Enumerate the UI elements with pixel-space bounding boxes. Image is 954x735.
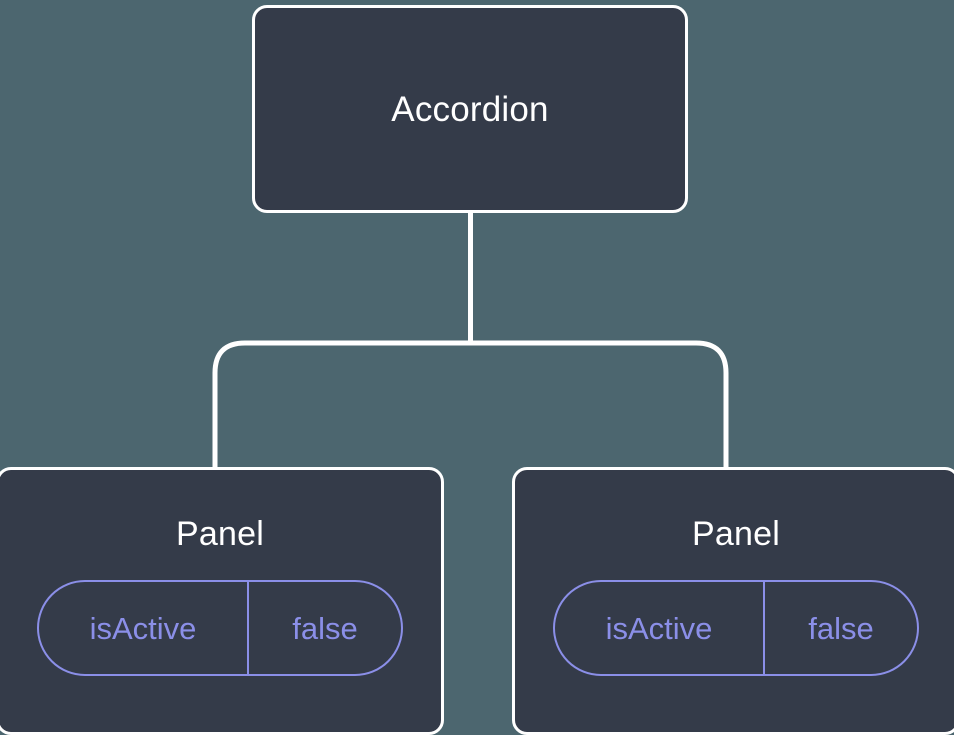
node-accordion-label: Accordion: [391, 89, 549, 129]
edge-accordion-to-panel-1: [468, 212, 729, 470]
node-panel-1-label: Panel: [692, 515, 780, 553]
state-key-panel-1: isActive: [555, 582, 765, 674]
node-panel-0-label: Panel: [176, 515, 264, 553]
node-panel-1[interactable]: Panel isActive false: [512, 467, 954, 735]
state-value-panel-0: false: [292, 610, 358, 646]
edge-accordion-to-panel-0: [212, 212, 473, 470]
node-panel-0[interactable]: Panel isActive false: [0, 467, 444, 735]
state-badge-panel-0[interactable]: isActive false: [37, 580, 403, 676]
state-badge-panel-1[interactable]: isActive false: [553, 580, 919, 676]
state-key-panel-0: isActive: [39, 582, 249, 674]
state-value-panel-1: false: [808, 610, 874, 646]
node-accordion[interactable]: Accordion: [252, 5, 688, 213]
